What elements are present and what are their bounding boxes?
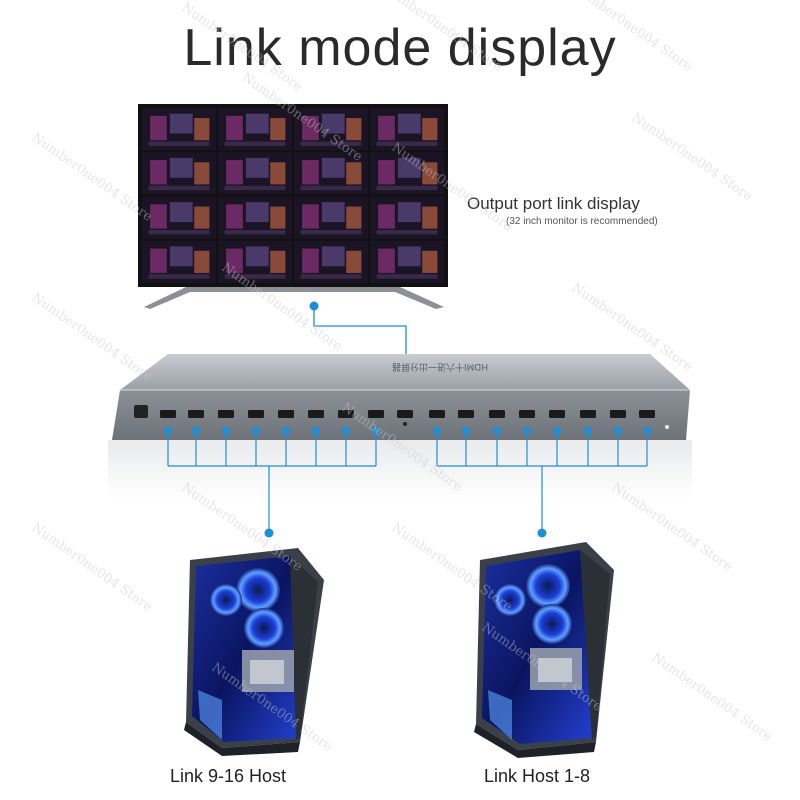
- power-jack: [134, 405, 148, 418]
- port-link-dot: [164, 427, 172, 435]
- host-left-label: Link 9-16 Host: [170, 766, 287, 786]
- output-port-note: (32 inch monitor is recommended): [506, 216, 658, 227]
- monitor-stand: [144, 287, 444, 309]
- screen-tile: [294, 108, 368, 151]
- screen-tile: [218, 196, 292, 239]
- port-link-dot: [433, 427, 441, 435]
- hdmi-output-port: [397, 410, 413, 418]
- status-led: [403, 422, 407, 426]
- led-right: [665, 425, 669, 429]
- screen-tile: [142, 196, 216, 239]
- host-right-link-dot: [537, 528, 547, 538]
- device-top: [120, 354, 690, 390]
- port-link-dot: [614, 427, 622, 435]
- hdmi-input-port: [610, 410, 626, 418]
- screen-tile: [142, 152, 216, 195]
- port-link-dot: [523, 427, 531, 435]
- screen-tile: [294, 240, 368, 283]
- host-right-label: Link Host 1-8: [484, 766, 591, 786]
- port-link-dot: [643, 427, 651, 435]
- host-tower-left: [184, 548, 324, 756]
- port-link-dot: [553, 427, 561, 435]
- port-link-dot: [372, 427, 380, 435]
- hdmi-input-port: [278, 410, 294, 418]
- hdmi-input-port: [458, 410, 474, 418]
- screen-tile: [218, 152, 292, 195]
- screen-tile: [142, 240, 216, 283]
- hdmi-input-port: [338, 410, 354, 418]
- hdmi-input-port: [218, 410, 234, 418]
- fan-icon: [494, 584, 526, 616]
- fan-icon: [244, 608, 284, 648]
- screen-tile: [142, 108, 216, 151]
- hdmi-input-port: [489, 410, 505, 418]
- port-link-dot: [493, 427, 501, 435]
- hdmi-port-row: [160, 410, 655, 418]
- page-title: Link mode display: [183, 19, 617, 77]
- hdmi-input-port: [639, 410, 655, 418]
- screen-tile: [294, 196, 368, 239]
- hdmi-multiviewer-device: HDMI十六进一出分屏器: [112, 354, 690, 440]
- hdmi-input-port: [188, 410, 204, 418]
- host-left-link-dot: [264, 528, 274, 538]
- screen-tile: [294, 152, 368, 195]
- hdmi-input-port: [308, 410, 324, 418]
- fan-icon: [210, 584, 242, 616]
- device-panel-text: HDMI十六进一出分屏器: [392, 361, 488, 373]
- port-link-dot: [282, 427, 290, 435]
- host-tower-right: [474, 542, 614, 758]
- port-link-dot: [342, 427, 350, 435]
- output-port-label: Output port link display: [467, 194, 640, 213]
- port-link-dot: [462, 427, 470, 435]
- port-link-dot: [312, 427, 320, 435]
- monitor-screen-grid: [142, 108, 444, 283]
- hdmi-input-port: [248, 410, 264, 418]
- screen-tile: [370, 196, 444, 239]
- hdmi-input-port: [580, 410, 596, 418]
- screen-tile: [370, 152, 444, 195]
- screen-tile: [370, 108, 444, 151]
- hdmi-input-port: [429, 410, 445, 418]
- hdmi-input-port: [160, 410, 176, 418]
- monitor: [138, 104, 448, 309]
- device-reflection: [108, 440, 692, 500]
- input-wiring: [167, 431, 648, 533]
- screen-tile: [218, 240, 292, 283]
- screen-tile: [370, 240, 444, 283]
- hdmi-input-port: [519, 410, 535, 418]
- port-link-dot: [192, 427, 200, 435]
- hdmi-input-port: [549, 410, 565, 418]
- fan-icon: [532, 604, 572, 644]
- port-link-dot: [222, 427, 230, 435]
- port-link-dot: [252, 427, 260, 435]
- fan-icon: [526, 564, 570, 608]
- output-link-dot: [309, 301, 319, 311]
- hdmi-input-port: [368, 410, 384, 418]
- port-link-dot: [584, 427, 592, 435]
- screen-tile: [218, 108, 292, 151]
- fan-icon: [236, 568, 280, 612]
